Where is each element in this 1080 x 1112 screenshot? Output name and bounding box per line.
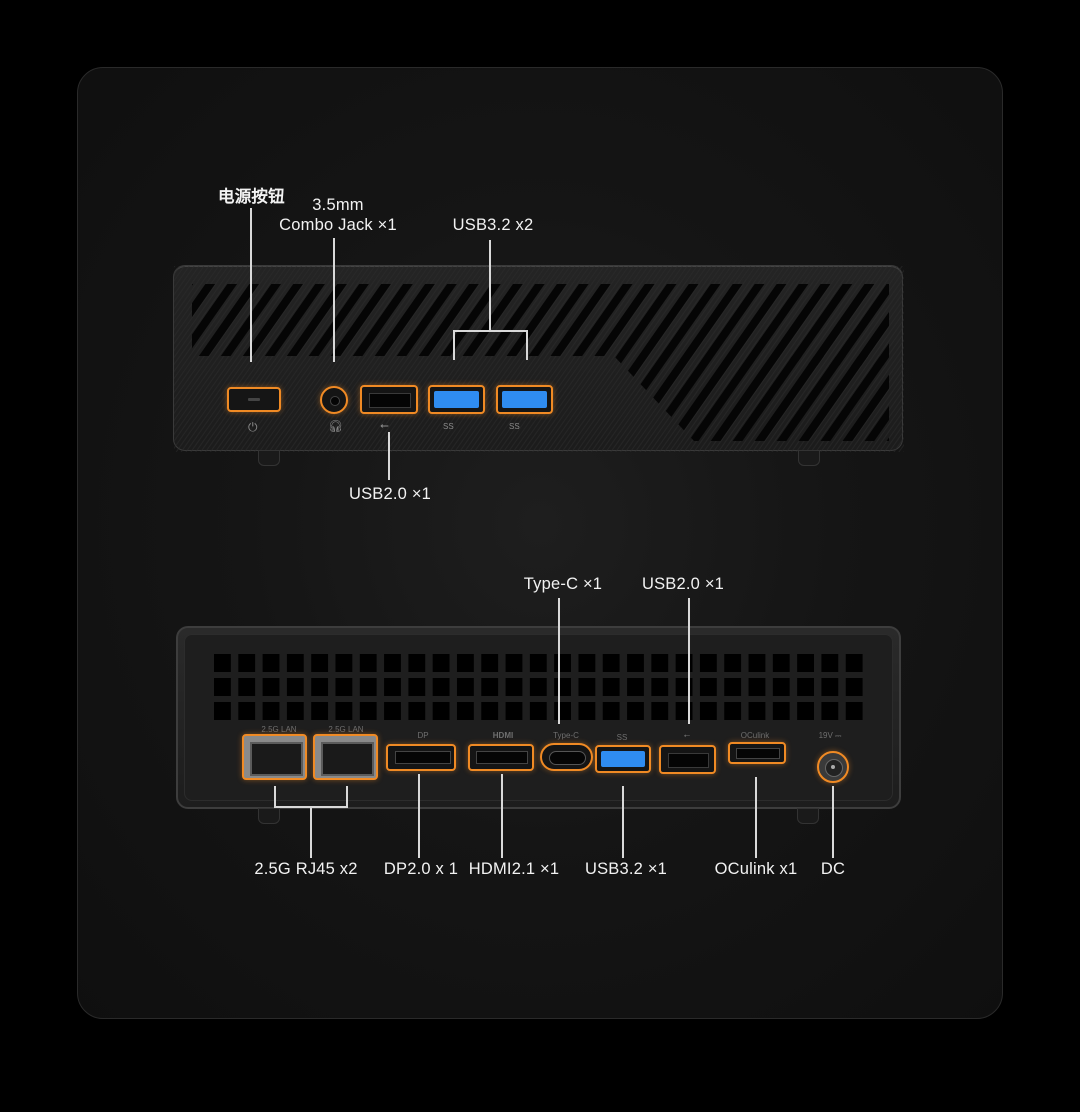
usb-icon: ⭠ (380, 420, 389, 432)
marking-usb-icon: ⭠ (683, 731, 691, 740)
usb32-back-port[interactable] (595, 745, 651, 773)
power-icon: ⏻ (248, 420, 258, 434)
label-combo-jack-line1: 3.5mm (312, 196, 364, 214)
usb32-front-port-2[interactable] (496, 385, 553, 414)
callout-line-usb32-right (526, 330, 528, 360)
product-card (77, 67, 1003, 1019)
callout-line-power (250, 208, 252, 362)
combo-jack-port[interactable] (320, 386, 348, 414)
label-combo-jack-line2: Combo Jack ×1 (279, 216, 397, 234)
callout-line-usb20-back (688, 598, 690, 724)
label-power-button: 电源按钮 (218, 188, 285, 206)
marking-dc: 19V ⎓ (818, 731, 842, 740)
label-usb20-front: USB2.0 ×1 (348, 485, 432, 503)
callout-line-oculink (755, 777, 757, 858)
callout-line-rj45-stem (310, 806, 312, 858)
callout-line-jack (333, 238, 335, 362)
label-rj45: 2.5G RJ45 x2 (254, 860, 358, 878)
callout-line-usb32-left (453, 330, 455, 360)
power-button[interactable] (227, 387, 281, 412)
marking-oculink: OCulink (740, 731, 770, 740)
callout-line-typec (558, 598, 560, 724)
marking-lan2: 2.5G LAN (328, 725, 364, 734)
callout-line-dc (832, 786, 834, 858)
front-foot-right (798, 450, 820, 466)
rj45-port-2[interactable] (313, 734, 378, 780)
callout-line-rj45-left (274, 786, 276, 807)
typec-port[interactable] (540, 743, 593, 771)
dp-port[interactable] (386, 744, 456, 771)
label-usb20-back: USB2.0 ×1 (641, 575, 725, 593)
label-typec: Type-C ×1 (523, 575, 603, 593)
back-foot-right (797, 808, 819, 824)
marking-hdmi: HDMI (492, 731, 514, 740)
usb20-front-port[interactable] (360, 385, 418, 414)
callout-line-hdmi (501, 774, 503, 858)
back-vent-grid (214, 654, 864, 720)
callout-line-dp (418, 774, 420, 858)
rj45-port-1[interactable] (242, 734, 307, 780)
ss-usb-icon: SS (443, 422, 454, 431)
marking-lan1: 2.5G LAN (261, 725, 297, 734)
callout-line-usb32-stem (489, 240, 491, 331)
front-foot-left (258, 450, 280, 466)
back-foot-left (258, 808, 280, 824)
headphone-icon: 🎧︎ (328, 419, 344, 433)
callout-line-usb20-front (388, 432, 390, 480)
label-oculink: OCulink x1 (714, 860, 798, 878)
label-dc: DC (820, 860, 846, 878)
front-vent-pattern (174, 266, 904, 452)
label-dp: DP2.0 x 1 (383, 860, 459, 878)
dc-port[interactable] (817, 751, 849, 783)
front-panel (173, 265, 904, 452)
marking-typec: Type-C (553, 731, 579, 740)
marking-ss: SS (616, 733, 628, 742)
oculink-port[interactable] (728, 742, 786, 764)
ss-usb-icon: SS (509, 422, 520, 431)
label-usb32-back: USB3.2 ×1 (584, 860, 668, 878)
hdmi-port[interactable] (468, 744, 534, 771)
callout-line-usb32-bar (453, 330, 527, 332)
marking-dp: DP (417, 731, 429, 740)
usb20-back-port[interactable] (659, 745, 716, 774)
callout-line-rj45-right (346, 786, 348, 807)
label-hdmi: HDMI2.1 ×1 (468, 860, 560, 878)
usb32-front-port-1[interactable] (428, 385, 485, 414)
callout-line-usb32-back (622, 786, 624, 858)
label-usb32-front: USB3.2 x2 (452, 216, 534, 234)
